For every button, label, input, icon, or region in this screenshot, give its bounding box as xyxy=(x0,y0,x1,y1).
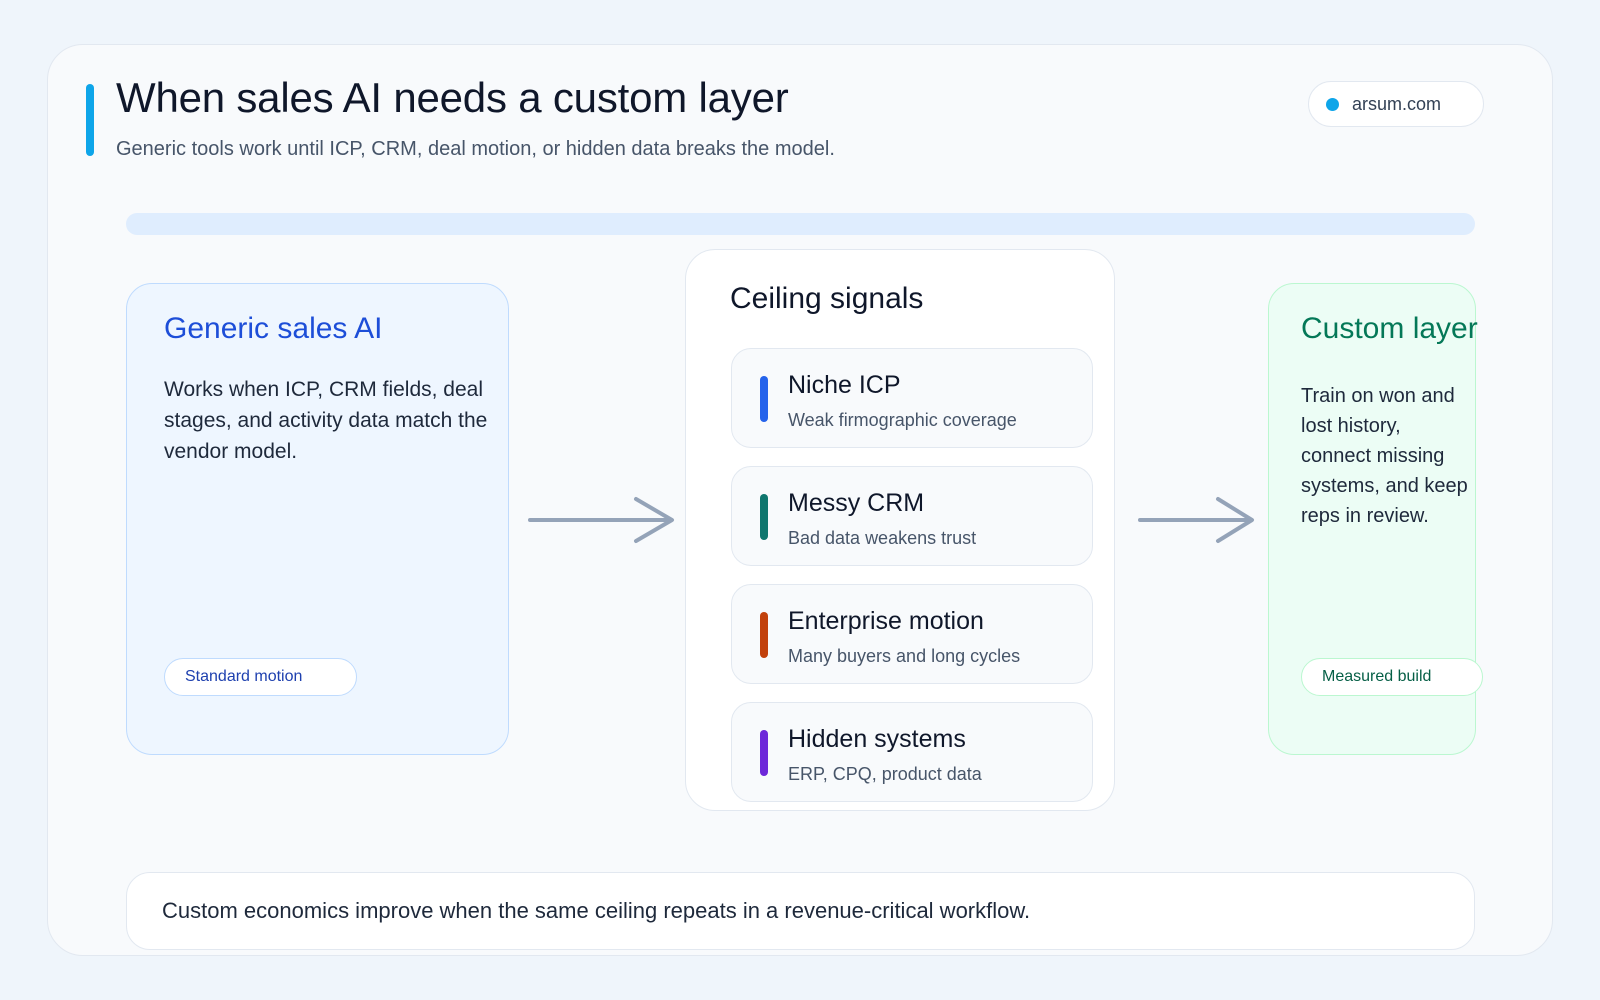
generic-sales-ai-title: Generic sales AI xyxy=(164,312,383,345)
arrow-right-icon xyxy=(528,497,674,543)
signal-card-hidden-systems: Hidden systems ERP, CPQ, product data xyxy=(731,702,1093,802)
signal-card-messy-crm: Messy CRM Bad data weakens trust xyxy=(731,466,1093,566)
custom-layer-panel: Custom layer Train on won and lost histo… xyxy=(1268,283,1483,755)
brand-badge: arsum.com xyxy=(1308,81,1484,127)
title-accent-bar xyxy=(86,84,94,156)
signal-subtitle: Bad data weakens trust xyxy=(788,528,977,548)
custom-layer-title: Custom layer xyxy=(1301,312,1478,345)
description-line: reps in review. xyxy=(1301,505,1429,527)
signal-title: Hidden systems xyxy=(788,725,966,753)
signal-title: Niche ICP xyxy=(788,371,901,399)
brand-dot-icon xyxy=(1326,97,1339,111)
signal-color-bar xyxy=(760,494,768,540)
signal-title: Messy CRM xyxy=(788,489,925,517)
brand-label: arsum.com xyxy=(1352,93,1442,114)
standard-motion-tag: Standard motion xyxy=(164,658,357,696)
progress-strip xyxy=(126,213,1475,235)
arrow-right-icon xyxy=(1138,497,1254,543)
description-line: Train on won and xyxy=(1301,385,1455,407)
custom-layer-description: Train on won and lost history, connect m… xyxy=(1301,381,1481,531)
generic-sales-ai-panel: Generic sales AI Works when ICP, CRM fie… xyxy=(126,283,509,755)
footer-note: Custom economics improve when the same c… xyxy=(126,872,1475,950)
signal-card-niche-icp: Niche ICP Weak firmographic coverage xyxy=(731,348,1093,448)
page-title: When sales AI needs a custom layer xyxy=(116,74,789,121)
signal-title: Enterprise motion xyxy=(788,607,984,635)
description-line: connect missing xyxy=(1301,445,1445,467)
description-line: lost history, xyxy=(1301,415,1401,437)
signal-card-enterprise-motion: Enterprise motion Many buyers and long c… xyxy=(731,584,1093,684)
generic-sales-ai-description: Works when ICP, CRM fields, deal stages,… xyxy=(164,378,488,463)
measured-build-tag: Measured build xyxy=(1301,658,1483,696)
signal-color-bar xyxy=(760,376,768,422)
ceiling-signals-panel: Ceiling signals Niche ICP Weak firmograp… xyxy=(685,249,1115,811)
signal-subtitle: Many buyers and long cycles xyxy=(788,646,1021,666)
signal-color-bar xyxy=(760,730,768,776)
ceiling-signals-title: Ceiling signals xyxy=(730,282,924,315)
description-line: systems, and keep xyxy=(1301,475,1468,497)
signal-subtitle: ERP, CPQ, product data xyxy=(788,764,982,784)
page-subtitle: Generic tools work until ICP, CRM, deal … xyxy=(116,138,835,160)
signal-subtitle: Weak firmographic coverage xyxy=(788,410,1017,430)
signal-color-bar xyxy=(760,612,768,658)
